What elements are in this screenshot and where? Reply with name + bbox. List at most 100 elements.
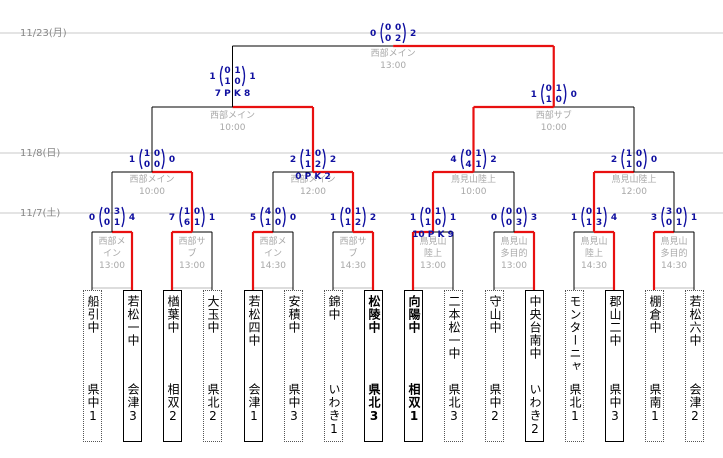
half1-left: 0 (224, 66, 230, 76)
match-time: 10:00 (220, 123, 246, 133)
team-entry: 郡山二中県中3 (605, 290, 624, 442)
date-rows: 11/23(月)11/8(日)11/7(土) (0, 27, 723, 219)
team-entry: 錦中いわき1 (324, 290, 343, 442)
score-left: 0 (370, 29, 376, 39)
team-prefecture: 県中3 (287, 383, 301, 424)
venue-name-cont: 多目的 (500, 247, 527, 259)
half1-right: 3 (114, 207, 120, 217)
score-left: 1 (410, 213, 416, 223)
team-prefecture: 県北2 (206, 383, 220, 424)
pk-score: 0 P K 2 (295, 172, 331, 182)
score-bracket-left (139, 148, 143, 170)
venue-name-cont: 陸上 (585, 247, 603, 259)
match-time: 10:00 (541, 123, 567, 133)
score-bracket-right (523, 206, 527, 228)
team-name: 郡山二中 (608, 295, 622, 347)
half2-left: 0 (506, 218, 512, 228)
half2-left: 0 (104, 218, 110, 228)
team-prefecture: 県中3 (608, 383, 622, 424)
match-time: 14:30 (581, 261, 607, 271)
half1-left: 0 (104, 207, 110, 217)
half2-left: 6 (184, 218, 190, 228)
half2-right: 2 (395, 34, 401, 44)
team-name: 安積中 (287, 295, 301, 334)
half2-right: 0 (154, 160, 160, 170)
score-bracket-right (402, 22, 406, 44)
score-left: 1 (330, 213, 336, 223)
score-bracket-left (541, 83, 545, 105)
half1-right: 1 (475, 149, 481, 159)
team-name: 大玉中 (206, 295, 220, 334)
team-entry: 二本松一中県北3 (444, 290, 463, 442)
team-entry: 大玉中県北2 (203, 290, 222, 442)
half1-left: 0 (345, 207, 351, 217)
score-bracket-right (322, 148, 326, 170)
venue-name-cont: 多目的 (660, 247, 687, 259)
team-entry: 若松四中会津1 (244, 290, 263, 442)
half2-right: 2 (355, 218, 361, 228)
score-bracket-left (179, 206, 183, 228)
score-right: 2 (370, 213, 376, 223)
team-name: 二本松一中 (447, 295, 461, 360)
venue-name: 西部メイン (371, 47, 416, 59)
half2-left: 1 (626, 160, 632, 170)
half1-right: 0 (676, 207, 682, 217)
date-label: 11/23(月) (20, 27, 67, 39)
venue-name: 鳥見山陸上 (451, 173, 496, 185)
venue-name-cont: ブ (187, 247, 196, 259)
venue-name-cont: イン (103, 249, 121, 259)
venue-name-cont: イン (264, 249, 282, 259)
half2-right: 0 (556, 95, 562, 105)
half2-left: 1 (586, 218, 592, 228)
match-time: 13:00 (179, 261, 205, 271)
score-left: 2 (611, 155, 617, 165)
half2-right: 0 (234, 77, 240, 87)
half2-left: 1 (265, 218, 271, 228)
team-prefecture: 県北1 (568, 383, 582, 424)
half1-left: 3 (666, 207, 672, 217)
half1-left: 4 (265, 207, 271, 217)
team-prefecture: 相双1 (407, 383, 421, 424)
half1-right: 0 (275, 207, 281, 217)
match-venue: 西部サブ 10:00 (536, 109, 572, 133)
score-bracket-left (501, 206, 505, 228)
half2-right: 0 (275, 218, 281, 228)
venue-name: 鳥見山 (500, 235, 527, 247)
half2-right: 1 (676, 218, 682, 228)
score-bracket-right (563, 83, 567, 105)
venue-name: 西部サブ (536, 109, 572, 121)
team-entry: モンターニャ県北1 (565, 290, 584, 442)
score-right: 1 (209, 213, 215, 223)
score-bracket-left (219, 65, 224, 87)
half1-left: 1 (144, 149, 150, 159)
half1-left: 0 (546, 84, 552, 94)
score-right: 4 (611, 213, 617, 223)
team-name: 守山中 (488, 295, 502, 334)
score-bracket-right (442, 206, 446, 228)
score-right: 2 (330, 155, 336, 165)
half1-right: 1 (596, 207, 602, 217)
date-label: 11/7(土) (20, 206, 60, 219)
score-bracket-left (340, 206, 344, 228)
team-entry: 安積中県中3 (284, 290, 303, 442)
venue-name: 西部メ (98, 235, 125, 247)
half1-right: 0 (516, 207, 522, 217)
bracket-lines (91, 44, 695, 290)
team-entry: 守山中県中2 (485, 290, 504, 442)
half2-left: 0 (666, 218, 672, 228)
score-bracket-left (581, 206, 585, 228)
half1-left: 1 (626, 149, 632, 159)
score-left: 1 (571, 213, 577, 223)
